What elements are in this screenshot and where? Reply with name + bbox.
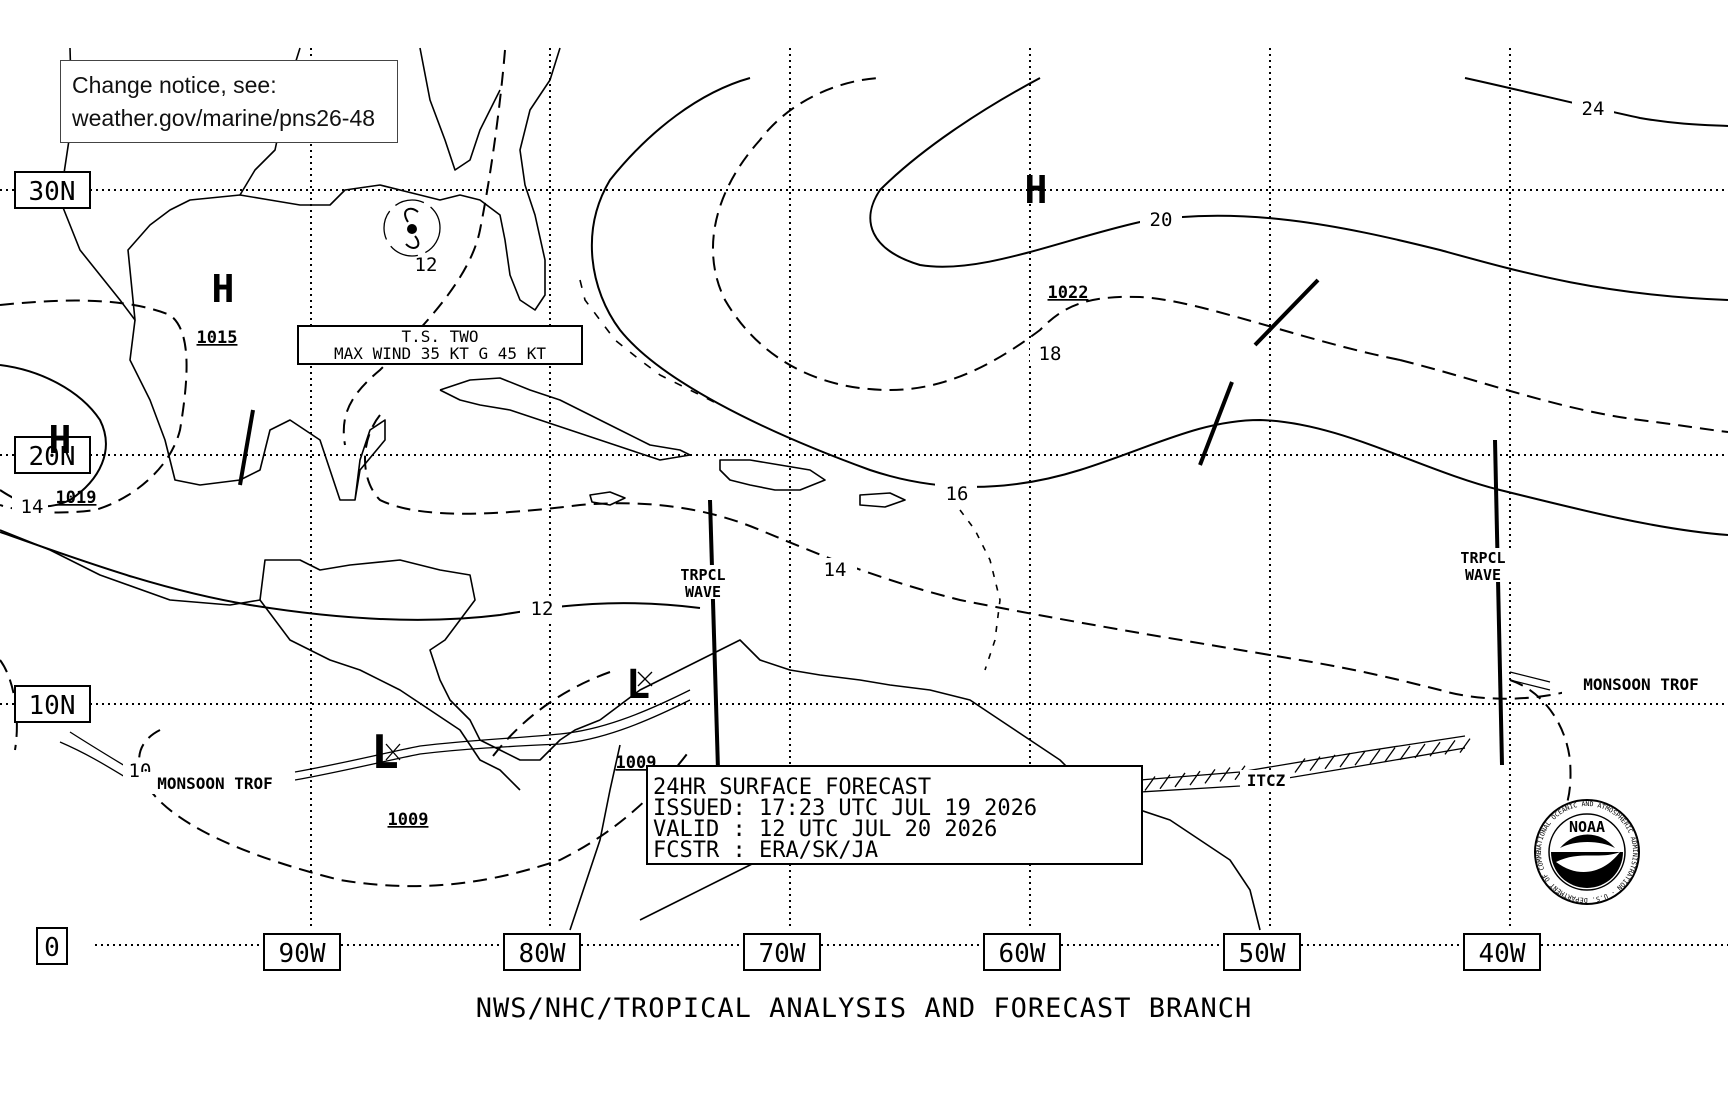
low-center-caribbean: L [626, 662, 653, 708]
lat-label-0: 0 [36, 927, 68, 965]
lat-label-20n: 20N [14, 436, 91, 474]
svg-text:T.S. TWO: T.S. TWO [401, 327, 478, 346]
storm-info-box: T.S. TWO MAX WIND 35 KT G 45 KT [297, 325, 583, 365]
tropical-storm-symbol [383, 199, 441, 257]
monsoon-trough-lines [59, 671, 1551, 781]
tropical-wave-axes [238, 278, 1504, 771]
lat-lon-grid [0, 48, 1728, 946]
itcz-hatch-mark [1339, 752, 1351, 768]
high-center-gulf-value: 1015 [197, 328, 238, 348]
svg-text:18: 18 [1039, 343, 1062, 365]
svg-text:14: 14 [21, 496, 44, 518]
itcz-hatch-mark [1174, 772, 1186, 788]
change-notice-box: Change notice, see: weather.gov/marine/p… [60, 60, 398, 143]
svg-text:FCSTR : ERA/SK/JA: FCSTR : ERA/SK/JA [653, 838, 878, 863]
svg-text:40W: 40W [1479, 939, 1526, 969]
svg-text:20: 20 [1150, 209, 1173, 231]
tropical-wave-label-west: TRPCL WAVE [670, 565, 738, 601]
monsoon-trough-label-west: MONSOON TROF [140, 772, 295, 794]
svg-text:10N: 10N [29, 691, 76, 721]
svg-text:50W: 50W [1239, 939, 1286, 969]
itcz-hatch-mark [1354, 750, 1366, 766]
itcz-hatch-mark [1369, 749, 1381, 764]
lon-label-70w: 70W [743, 933, 821, 971]
itcz-hatch-mark [1294, 758, 1306, 773]
svg-text:60W: 60W [999, 939, 1046, 969]
itcz-hatch-mark [1159, 774, 1171, 790]
change-notice-line-2[interactable]: weather.gov/marine/pns26-48 [72, 105, 376, 131]
svg-text:20N: 20N [29, 442, 76, 472]
high-center-atlantic-symbol: H [1025, 168, 1048, 212]
svg-text:L: L [371, 725, 399, 779]
itcz-hatch-mark [1399, 745, 1411, 761]
monsoon-trough-label-east: MONSOON TROF [1562, 674, 1720, 696]
footer-credit: NWS/NHC/TROPICAL ANALYSIS AND FORECAST B… [476, 993, 1253, 1024]
isobar-labels: 24 20 18 16 14 14 12 12 10 [12, 96, 1614, 782]
itcz-hatch-mark [1189, 770, 1201, 786]
itcz-hatch-mark [1324, 754, 1336, 770]
itcz-hatch-mark [1459, 738, 1471, 753]
low-center-pacific: L [371, 725, 401, 779]
high-center-pacific-symbol: H [49, 418, 72, 462]
svg-text:ITCZ: ITCZ [1247, 771, 1286, 790]
itcz-label: ITCZ [1240, 770, 1290, 792]
svg-text:0: 0 [44, 933, 60, 963]
tropical-wave-label-east: TRPCL WAVE [1450, 548, 1518, 584]
change-notice-line-1: Change notice, see: [72, 72, 277, 98]
solid-isobars [0, 77, 1728, 621]
forecast-info-box: 24HR SURFACE FORECAST ISSUED: 17:23 UTC … [646, 765, 1143, 865]
svg-text:12: 12 [415, 254, 438, 276]
lon-label-50w: 50W [1223, 933, 1301, 971]
svg-text:TRPCL: TRPCL [1460, 549, 1505, 567]
svg-text:12: 12 [531, 598, 554, 620]
svg-text:24: 24 [1582, 98, 1605, 120]
itcz-hatch-mark [1444, 740, 1456, 755]
lon-label-40w: 40W [1463, 933, 1541, 971]
lon-label-60w: 60W [983, 933, 1061, 971]
low-center-pacific-value: 1009 [388, 810, 429, 830]
svg-text:TRPCL: TRPCL [680, 566, 725, 584]
svg-text:14: 14 [824, 559, 847, 581]
itcz-hatch-mark [1309, 756, 1321, 772]
svg-text:80W: 80W [519, 939, 566, 969]
svg-text:NOAA: NOAA [1569, 818, 1605, 836]
high-center-gulf-symbol: H [212, 267, 235, 311]
svg-text:70W: 70W [759, 939, 806, 969]
svg-text:MAX WIND 35 KT G 45 KT: MAX WIND 35 KT G 45 KT [334, 344, 546, 363]
svg-text:MONSOON TROF: MONSOON TROF [157, 774, 273, 793]
svg-text:WAVE: WAVE [1465, 566, 1501, 584]
svg-text:MONSOON TROF: MONSOON TROF [1583, 675, 1699, 694]
lon-label-90w: 90W [263, 933, 341, 971]
high-center-atlantic-value: 1022 [1048, 283, 1089, 303]
itcz-hatch-mark [1219, 767, 1231, 782]
svg-text:90W: 90W [279, 939, 326, 969]
lat-label-10n: 10N [14, 685, 91, 723]
itcz-hatch-mark [1384, 747, 1396, 763]
itcz-hatch-mark [1144, 776, 1156, 791]
svg-text:24HR SURFACE FORECAST: 24HR SURFACE FORECAST [653, 775, 931, 800]
itcz-hatch-mark [1429, 741, 1441, 757]
svg-text:16: 16 [946, 483, 969, 505]
lon-label-80w: 80W [503, 933, 581, 971]
svg-text:WAVE: WAVE [685, 583, 721, 601]
coastlines [0, 47, 1261, 931]
svg-text:ISSUED: 17:23 UTC JUL 19 2026: ISSUED: 17:23 UTC JUL 19 2026 [653, 796, 1037, 821]
svg-text:L: L [626, 662, 650, 708]
high-center-pacific-value: 1019 [56, 488, 97, 508]
svg-text:30N: 30N [29, 177, 76, 207]
svg-text:VALID : 12 UTC JUL 20 2026: VALID : 12 UTC JUL 20 2026 [653, 817, 997, 842]
lat-label-30n: 30N [14, 171, 91, 209]
itcz-hatch-mark [1414, 743, 1426, 759]
itcz-hatch-mark [1204, 768, 1216, 784]
